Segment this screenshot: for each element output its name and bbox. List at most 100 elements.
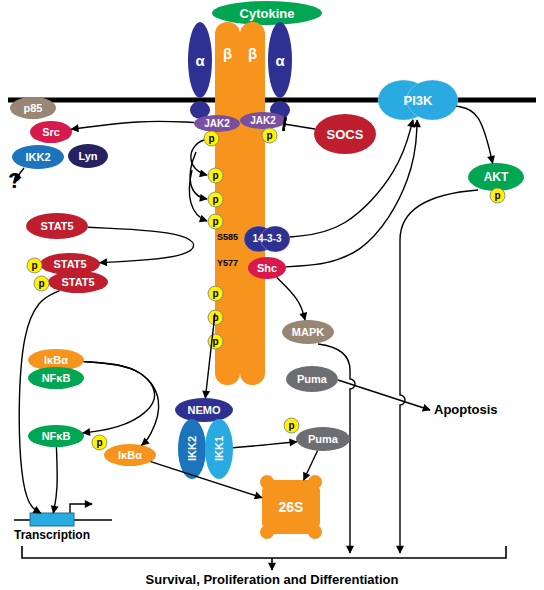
node-shape <box>240 22 265 385</box>
node-text: IKK2 <box>25 152 50 163</box>
node-shape <box>262 128 277 143</box>
kinase-ellipse: IKK2 <box>12 145 64 169</box>
node-text: Puma <box>308 434 338 445</box>
node-shape <box>205 419 233 479</box>
output-bracket <box>22 546 506 558</box>
adaptor-ellipse: 14-3-3 <box>244 226 290 252</box>
gene-box: Transcription <box>30 513 74 526</box>
node-shape <box>468 163 524 191</box>
node-text: p <box>266 131 272 141</box>
node-shape <box>92 435 107 450</box>
kinase-ellipse: AKT <box>468 163 524 191</box>
kinase-ellipse: JAK2 <box>194 115 240 132</box>
node-text: p85 <box>24 103 43 114</box>
transcription-factor: NFκB <box>28 367 84 389</box>
protein-ellipse: p85 <box>10 97 56 119</box>
node-shape <box>208 168 223 183</box>
node-text: α <box>275 53 284 68</box>
node-text: α <box>195 53 204 68</box>
node-shape <box>188 22 212 98</box>
node-text: p <box>31 261 37 271</box>
transcription-start-arrow <box>70 504 92 513</box>
node-shape <box>10 97 56 119</box>
node-text: IKK1 <box>214 436 225 461</box>
node-text: p <box>96 438 102 448</box>
scaffold-ellipse: NEMO <box>175 398 233 422</box>
activation-arrow <box>286 120 417 267</box>
phospho-arrow <box>190 152 207 199</box>
node-shape <box>296 427 350 451</box>
node-text: Shc <box>257 263 277 274</box>
node-shape <box>68 144 108 168</box>
node-shape <box>282 320 334 344</box>
protein-ellipse: Puma <box>286 366 338 392</box>
node-text: JAK2 <box>250 116 276 126</box>
node-shape <box>104 444 156 466</box>
alpha-subunit: α <box>188 22 212 98</box>
residue-label: S585 <box>217 233 238 242</box>
unknown-mark: ? <box>8 170 21 192</box>
protein-ellipse: Puma <box>296 427 350 451</box>
node-shape <box>30 513 74 526</box>
node-text: Transcription <box>14 529 90 541</box>
phospho-site: p <box>208 334 223 349</box>
node-text: p <box>212 289 218 299</box>
activation-arrow <box>290 120 413 237</box>
activation-arrow <box>71 121 194 129</box>
activation-arrow <box>304 451 318 480</box>
inhibition-connector <box>284 124 315 129</box>
residue-label: Y577 <box>217 259 238 268</box>
kinase-ellipse: IKK2 <box>178 419 206 479</box>
node-shape <box>240 112 286 129</box>
activation-arrow <box>277 277 305 320</box>
outcome-label: Apoptosis <box>434 403 498 416</box>
phospho-site: p <box>208 286 223 301</box>
node-text: p <box>212 171 218 181</box>
node-text: SOCS <box>327 128 364 141</box>
node-text: IκBα <box>118 450 142 461</box>
node-shape <box>284 418 299 433</box>
beta-subunit: β <box>240 22 265 385</box>
node-shape <box>208 334 223 349</box>
activation-arrow <box>151 462 262 498</box>
node-text: β <box>223 46 232 61</box>
phospho-arrow <box>189 170 207 221</box>
inhibitor-ellipse: IκBα <box>104 444 156 466</box>
apoptosis-arrow <box>338 380 430 410</box>
phospho-site: p <box>34 276 49 291</box>
kinase-ellipse: IKK1 <box>205 419 233 479</box>
node-shape <box>28 425 84 447</box>
phospho-site: p <box>208 192 223 207</box>
phospho-site: p <box>208 214 223 229</box>
node-text: p <box>288 421 294 431</box>
node-shape <box>212 1 322 25</box>
phospho-site: p <box>92 435 107 450</box>
alpha-subunit: α <box>268 22 292 98</box>
node-text: p <box>38 279 44 289</box>
phospho-site: p <box>490 188 505 203</box>
node-text: PI3K <box>404 94 433 107</box>
kinase-ellipse: Src <box>30 121 72 143</box>
kinase-ellipse: PI3K <box>378 80 458 120</box>
node-text: p <box>208 134 214 144</box>
node-shape <box>27 258 42 273</box>
activation-arrow <box>83 362 155 433</box>
node-text: Src <box>42 127 60 138</box>
node-text: p <box>212 195 218 205</box>
transcription-factor: STAT5 <box>48 271 108 293</box>
transcription-factor: STAT5 <box>26 213 88 239</box>
node-text: p <box>212 313 218 323</box>
node-shape <box>208 286 223 301</box>
node-text: IKK2 <box>187 436 198 461</box>
node-text: 26S <box>279 500 304 514</box>
node-shape <box>262 480 320 534</box>
node-text: p <box>212 337 218 347</box>
activation-arrow <box>84 362 159 446</box>
activation-arrow <box>205 313 215 398</box>
adaptor-ellipse: Shc <box>248 257 286 279</box>
activation-arrow <box>53 447 57 513</box>
node-text: NFκB <box>42 373 71 384</box>
phospho-site: p <box>204 131 219 146</box>
node-text: p <box>494 191 500 201</box>
